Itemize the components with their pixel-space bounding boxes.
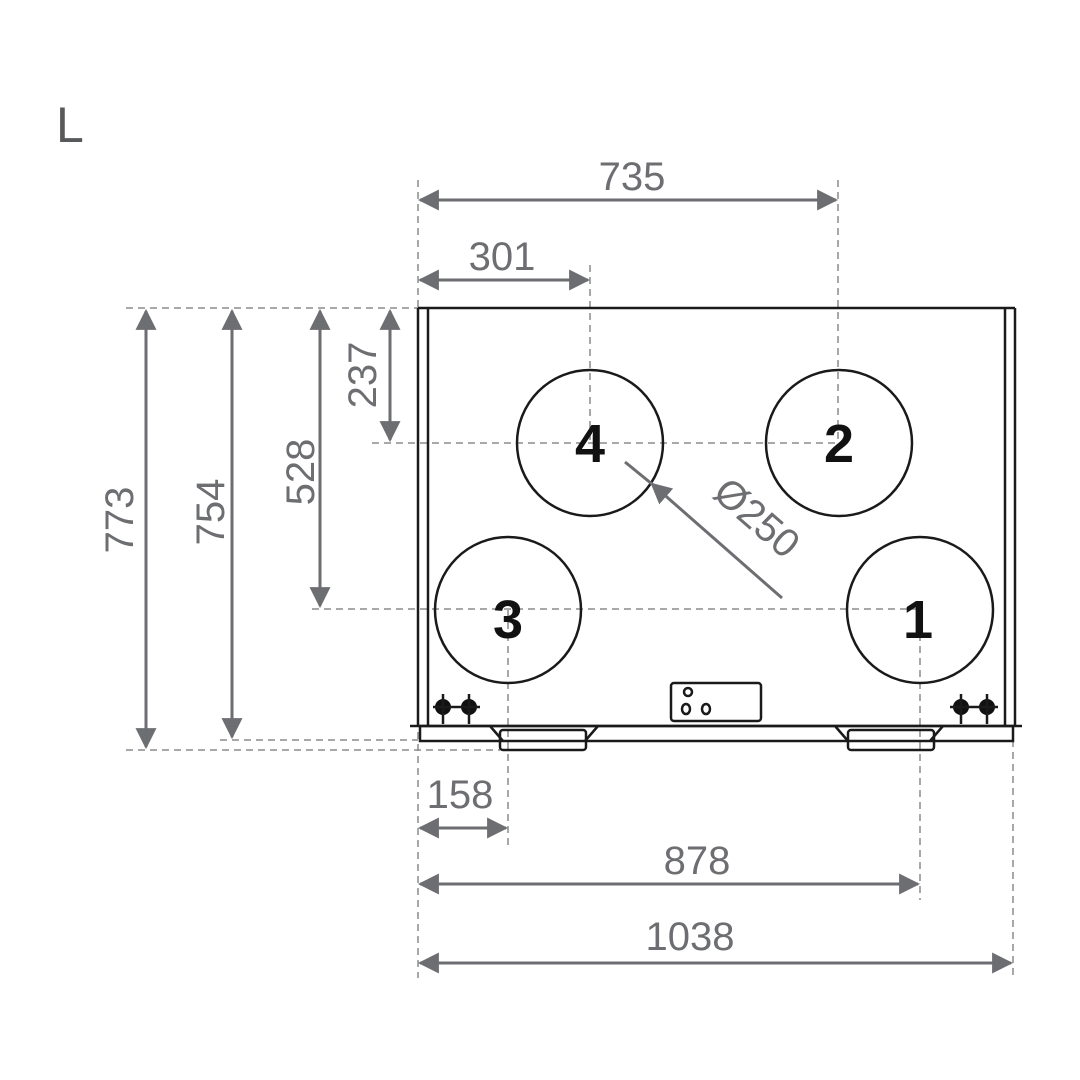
dimension-158: 158 [417,773,509,839]
dimension-301: 301 [417,235,591,291]
drain-connectors-right [950,694,998,724]
dimension-528: 528 [279,308,331,609]
port-number: 3 [493,590,523,650]
svg-text:1038: 1038 [646,915,735,959]
port-4: 4 [515,368,665,518]
svg-text:301: 301 [469,235,536,279]
svg-text:773: 773 [98,487,142,554]
svg-text:878: 878 [664,839,731,883]
foot-left [498,728,588,752]
extension-lines [126,180,1014,978]
svg-text:237: 237 [341,342,385,409]
svg-text:754: 754 [189,479,233,546]
port-number: 4 [575,414,605,474]
port-number: 1 [903,590,933,650]
port-2: 2 [764,368,914,518]
variant-label: L [56,97,84,153]
dimension-773: 773 [98,308,157,750]
svg-text:Ø250: Ø250 [705,469,808,566]
svg-text:735: 735 [599,155,666,199]
port-1: 1 [845,535,995,685]
drain-connectors-left [433,694,480,724]
dimension-878: 878 [417,839,921,895]
foot-right [846,728,936,752]
svg-text:158: 158 [427,773,494,817]
dimension-1038: 1038 [417,915,1014,974]
svg-text:528: 528 [279,439,323,506]
port-3: 3 [433,535,583,685]
unit-outline [410,306,1022,752]
electrical-box [669,681,763,723]
dimension-237: 237 [341,308,401,443]
port-number: 2 [824,414,854,474]
dimension-754: 754 [189,308,243,740]
dimension-735: 735 [417,155,839,211]
